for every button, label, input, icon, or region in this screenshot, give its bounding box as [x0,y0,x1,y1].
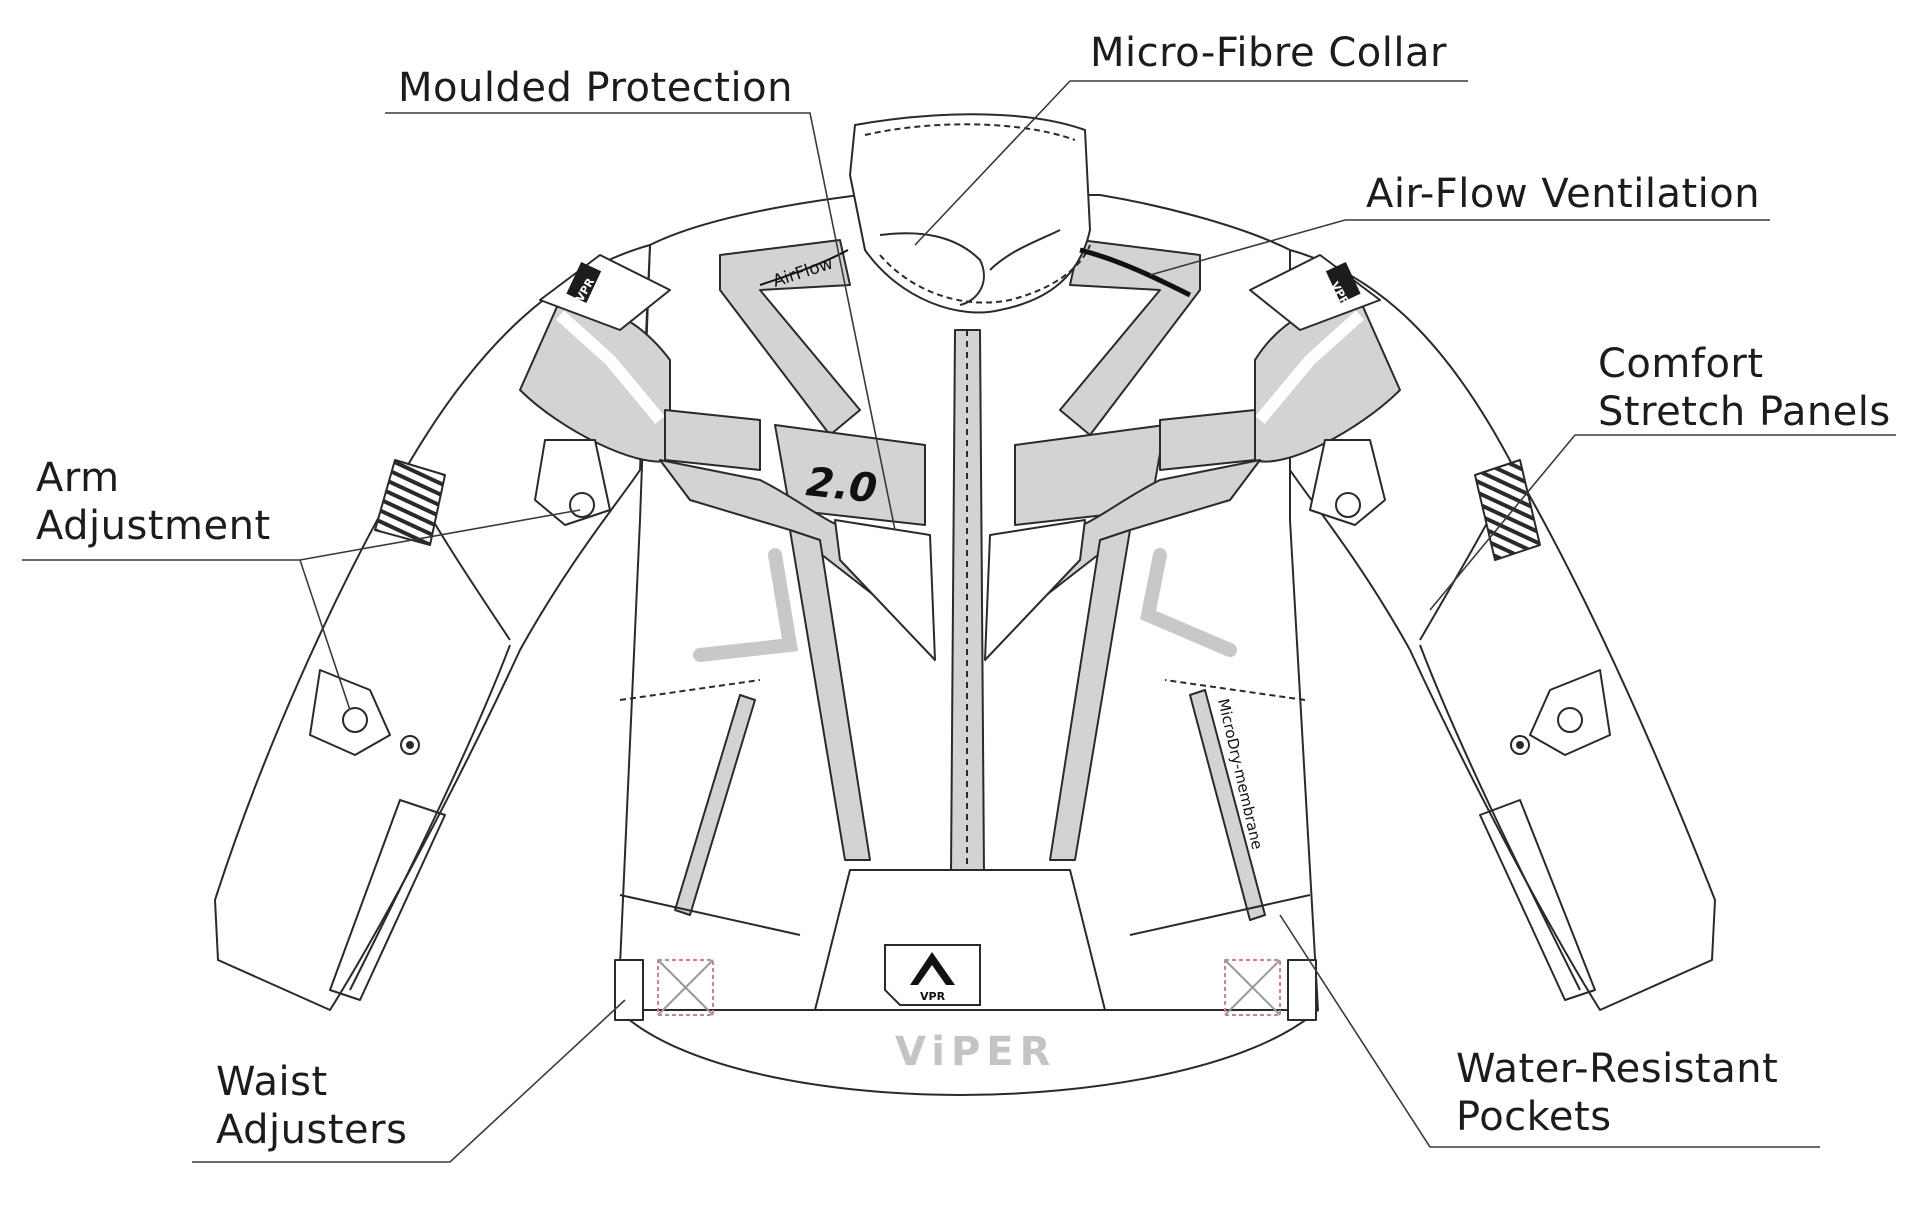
label-moulded-protection: Moulded Protection [398,65,793,111]
leader-arm-adjustment-upper [299,509,581,561]
zip-logo-text: VPR [920,990,946,1003]
label-arm-adjustment: Arm Adjustment [36,455,271,549]
label-air-flow-ventilation: Air-Flow Ventilation [1366,171,1761,217]
label-waist-adjusters: Waist Adjusters [216,1059,408,1153]
leader-water-resistant [1279,914,1820,1148]
leader-air-flow [1149,219,1770,276]
right-sleeve [1289,249,1716,1011]
hem-band [617,1009,1319,1096]
collar [849,113,1091,314]
label-comfort-stretch-panels: Comfort Stretch Panels [1598,341,1891,435]
label-micro-fibre-collar: Micro-Fibre Collar [1090,30,1447,76]
leader-micro-fibre-collar [914,80,1468,246]
label-water-resistant-pockets: Water-Resistant Pockets [1456,1046,1779,1140]
hem-brand: ViPER [895,1029,1056,1075]
left-sleeve [214,244,651,1011]
leader-moulded-protection [385,112,896,531]
leader-comfort-stretch [1429,434,1896,611]
chest-badge: 2.0 [804,459,879,512]
left-stretch-panel [374,459,446,546]
leader-waist-adjusters [192,999,626,1163]
